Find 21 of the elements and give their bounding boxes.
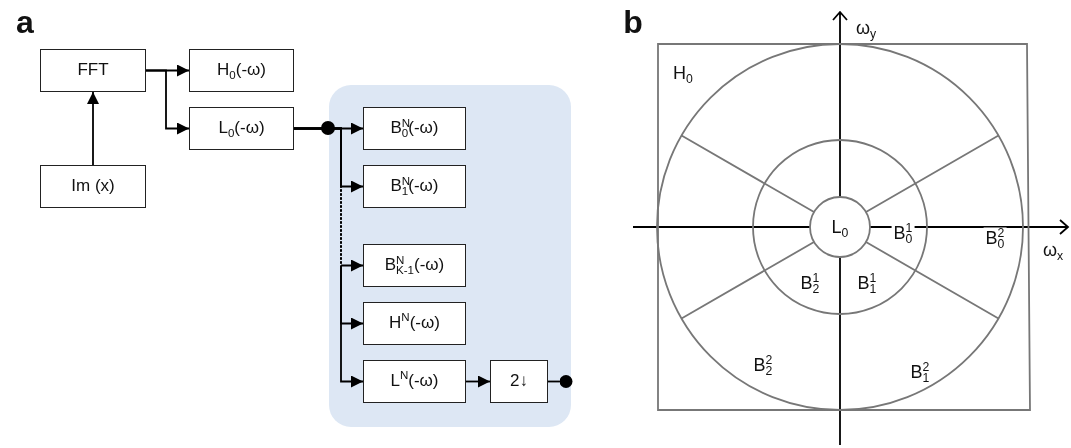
filter-box: L$^{N}$(-ω) bbox=[363, 360, 466, 403]
filter-box: B$^{N}$$_{0}$(-ω) bbox=[363, 107, 466, 150]
region-label: ω$_{y}$ bbox=[854, 17, 878, 39]
region-label: L$_{0}$ bbox=[830, 216, 850, 238]
filter-bank-panel bbox=[329, 85, 571, 427]
arrow bbox=[87, 91, 99, 166]
panel-letter: a bbox=[15, 3, 35, 41]
filter-box: FFT bbox=[40, 49, 146, 92]
filter-box: H$_{0}$(-ω) bbox=[189, 49, 294, 92]
arrow bbox=[293, 127, 364, 388]
filter-box: L$_{0}$(-ω) bbox=[189, 107, 294, 150]
filter-box: B$^{N}$$_{1}$(-ω) bbox=[363, 165, 466, 208]
filter-box: H$^{N}$(-ω) bbox=[363, 302, 466, 345]
filter-box: Im (x) bbox=[40, 165, 146, 208]
filter-box: B$^{N}$$_{K-1}$(-ω) bbox=[363, 244, 466, 287]
arrow bbox=[465, 375, 491, 388]
panel-letter: b bbox=[622, 3, 644, 41]
region-label: H$_{0}$ bbox=[672, 62, 694, 84]
filter-box: 2↓ bbox=[490, 360, 548, 403]
arrow bbox=[145, 69, 190, 135]
region-label: ω$_{x}$ bbox=[1041, 239, 1065, 261]
